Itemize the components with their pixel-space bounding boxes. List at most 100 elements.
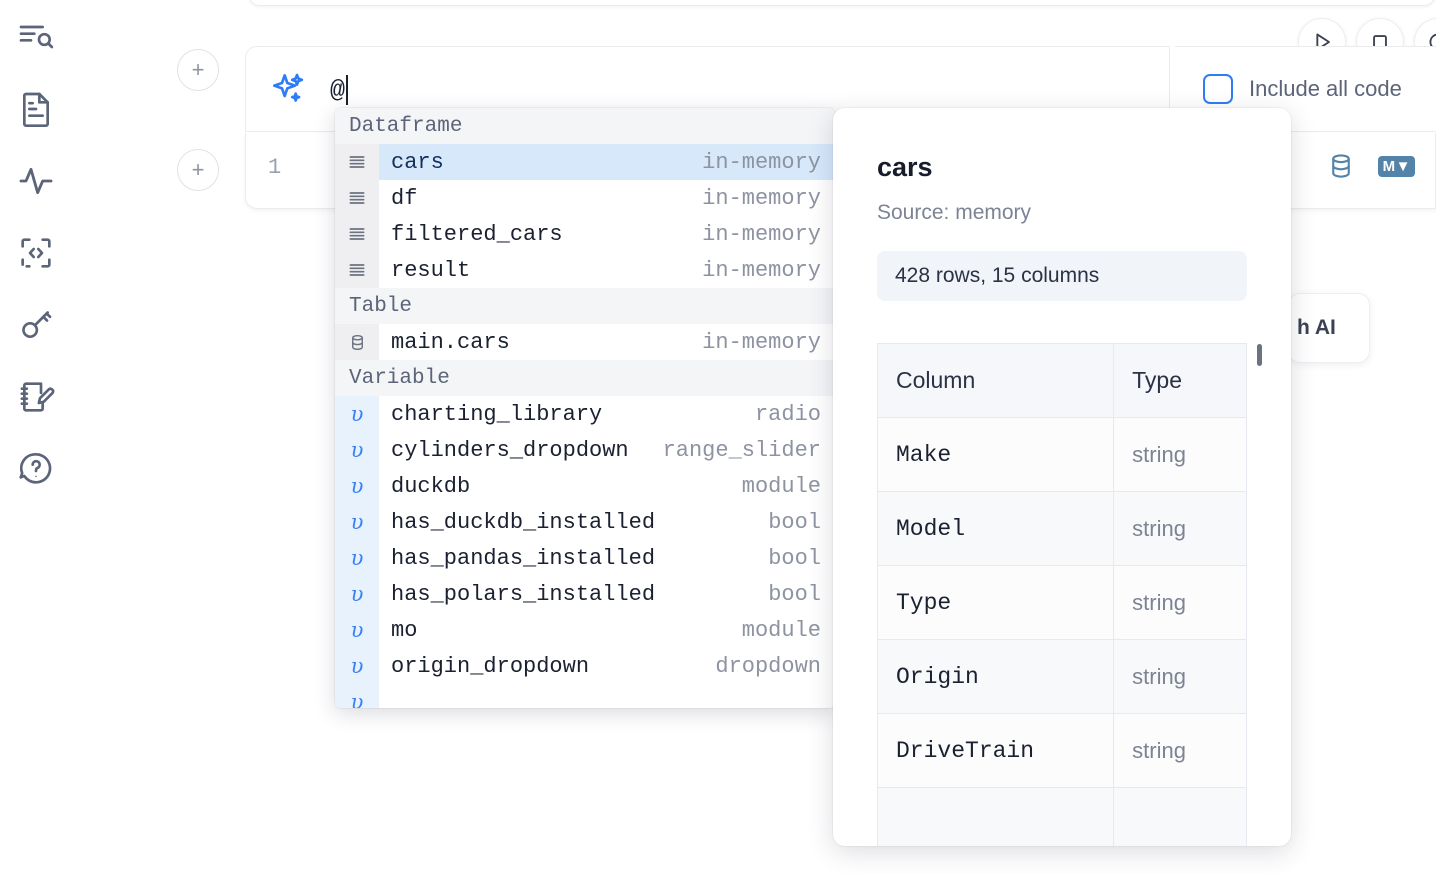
autocomplete-item-name: df xyxy=(391,185,418,211)
dataframe-info-panel: cars Source: memory 428 rows, 15 columns… xyxy=(833,108,1291,846)
column-name-cell xyxy=(876,787,1115,846)
markdown-arrow: ▼ xyxy=(1395,157,1411,175)
generate-with-ai-button[interactable]: h AI xyxy=(1288,293,1370,363)
dataframe-icon xyxy=(335,216,379,252)
plus-icon: + xyxy=(191,57,205,82)
column-name-cell: DriveTrain xyxy=(876,713,1115,788)
autocomplete-item-type: in-memory xyxy=(702,185,821,211)
sparkle-icon xyxy=(268,70,308,110)
dataframe-icon xyxy=(335,180,379,216)
dataframe-icon xyxy=(335,252,379,288)
key-icon[interactable] xyxy=(13,302,59,348)
ai-prompt-value: @ xyxy=(330,75,346,105)
help-icon[interactable] xyxy=(13,446,59,492)
autocomplete-item[interactable]: υ xyxy=(335,684,835,708)
autocomplete-item-name: has_polars_installed xyxy=(391,581,656,607)
file-explorer-icon[interactable] xyxy=(13,14,59,60)
autocomplete-item-type: in-memory xyxy=(702,329,821,355)
previous-cell-edge xyxy=(248,0,1436,6)
autocomplete-item-type: in-memory xyxy=(702,257,821,283)
markdown-icon[interactable]: M▼ xyxy=(1377,155,1415,177)
autocomplete-item-name: origin_dropdown xyxy=(391,653,590,679)
text-caret xyxy=(346,75,349,105)
table-row xyxy=(876,787,1247,846)
autocomplete-item-type: bool xyxy=(768,545,821,571)
variable-icon: υ xyxy=(335,432,379,468)
column-type-cell: string xyxy=(1113,639,1247,714)
scratchpad-icon[interactable] xyxy=(13,374,59,420)
type-header: Type xyxy=(1113,343,1247,418)
include-all-code-checkbox[interactable] xyxy=(1203,74,1233,104)
add-cell-below-button[interactable]: + xyxy=(177,149,219,191)
autocomplete-item-type: module xyxy=(741,473,821,499)
include-all-code-label: Include all code xyxy=(1249,76,1402,101)
column-name-cell: Model xyxy=(876,491,1115,566)
autocomplete-item-name: result xyxy=(391,257,471,283)
plus-icon: + xyxy=(191,157,205,182)
autocomplete-item-type: radio xyxy=(754,401,821,427)
left-sidebar-rail xyxy=(0,0,72,874)
variable-icon: υ xyxy=(335,684,379,708)
autocomplete-group-header: Variable xyxy=(335,360,835,396)
autocomplete-item[interactable]: result in-memory xyxy=(335,252,835,288)
variable-icon: υ xyxy=(335,540,379,576)
column-name-cell: Origin xyxy=(876,639,1115,714)
column-type-cell xyxy=(1113,787,1247,846)
database-icon[interactable] xyxy=(1326,151,1356,181)
activity-icon[interactable] xyxy=(13,158,59,204)
autocomplete-item-type: bool xyxy=(768,581,821,607)
column-name-cell: Type xyxy=(876,565,1115,640)
autocomplete-item[interactable]: υ cylinders_dropdown range_slider xyxy=(335,432,835,468)
autocomplete-item[interactable]: df in-memory xyxy=(335,180,835,216)
autocomplete-item-type: in-memory xyxy=(702,221,821,247)
code-snippet-icon[interactable] xyxy=(13,230,59,276)
line-number: 1 xyxy=(268,155,282,180)
autocomplete-item-type: range_slider xyxy=(662,437,821,463)
variable-icon: υ xyxy=(335,612,379,648)
info-title: cars xyxy=(877,152,933,182)
ai-prompt-input[interactable]: @ xyxy=(330,70,349,110)
autocomplete-item[interactable]: υ has_polars_installed bool xyxy=(335,576,835,612)
table-header-row: Column Type xyxy=(876,343,1247,418)
add-cell-above-button[interactable]: + xyxy=(177,49,219,91)
autocomplete-item-type: dropdown xyxy=(715,653,821,679)
variable-icon: υ xyxy=(335,468,379,504)
autocomplete-item-name: cylinders_dropdown xyxy=(391,437,629,463)
table-icon xyxy=(335,324,379,360)
autocomplete-item-name: charting_library xyxy=(391,401,603,427)
column-type-cell: string xyxy=(1113,491,1247,566)
autocomplete-item[interactable]: υ origin_dropdown dropdown xyxy=(335,648,835,684)
column-header: Column xyxy=(876,343,1115,418)
autocomplete-group-header: Table xyxy=(335,288,835,324)
autocomplete-item-type: in-memory xyxy=(702,149,821,175)
cell-toolbar: M▼ xyxy=(1326,151,1415,181)
variable-icon: υ xyxy=(335,504,379,540)
info-panel-scrollbar[interactable] xyxy=(1257,344,1262,366)
autocomplete-item-type: bool xyxy=(768,509,821,535)
variable-icon: υ xyxy=(335,576,379,612)
dataframe-icon xyxy=(335,144,379,180)
autocomplete-item-name: mo xyxy=(391,617,418,643)
markdown-label: M xyxy=(1382,157,1396,175)
info-source: Source: memory xyxy=(877,201,1032,224)
document-icon[interactable] xyxy=(13,86,59,132)
autocomplete-item-name: duckdb xyxy=(391,473,471,499)
generate-with-ai-label: h AI xyxy=(1297,316,1336,339)
variable-icon: υ xyxy=(335,648,379,684)
info-shape-badge: 428 rows, 15 columns xyxy=(877,251,1247,301)
